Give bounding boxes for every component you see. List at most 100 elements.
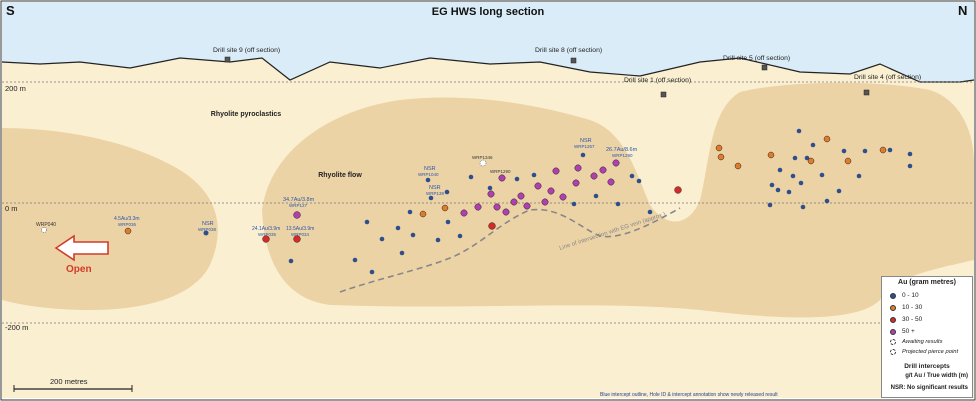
compass-south: S <box>6 3 15 18</box>
pierce-point <box>769 182 775 188</box>
pierce-point <box>364 219 370 225</box>
pierce-point <box>468 174 474 180</box>
pierce-point <box>531 172 537 178</box>
pierce-point <box>379 236 385 242</box>
pierce-point <box>599 166 607 174</box>
annotation-wrp1267: WRP1267 <box>574 144 595 149</box>
pierce-point <box>607 178 615 186</box>
pierce-point <box>498 174 506 182</box>
annotation-26-7au: 26.7Au/8.6m <box>606 147 638 153</box>
pierce-point <box>907 163 913 169</box>
pierce-point <box>517 192 525 200</box>
drill-site-4-marker <box>863 89 870 96</box>
legend-item-awaiting: Awaiting results <box>890 339 943 345</box>
pierce-point <box>487 185 493 191</box>
drill-site-1-label: Drill site 1 (off section) <box>624 77 691 84</box>
rhyolite-flow-main <box>262 82 974 318</box>
pierce-point <box>510 198 518 206</box>
pierce-point <box>203 230 209 236</box>
pierce-point-awaiting <box>479 159 487 167</box>
pierce-point <box>823 135 831 143</box>
pierce-point <box>907 151 913 157</box>
pierce-point <box>879 146 887 154</box>
pierce-point <box>523 202 531 210</box>
pierce-point <box>593 193 599 199</box>
legend-swatch-projected <box>890 349 896 355</box>
pierce-point <box>288 258 294 264</box>
pierce-point <box>547 187 555 195</box>
pierce-point <box>836 188 842 194</box>
pierce-point <box>574 164 582 172</box>
annotation-wrp127: WRP127 <box>289 203 308 208</box>
pierce-point <box>790 173 796 179</box>
annotation-wrp036: WRP036 <box>118 222 137 227</box>
pierce-point <box>775 187 781 193</box>
pierce-point <box>441 204 449 212</box>
pierce-point <box>474 203 482 211</box>
legend-label-30-50: 30 - 50 <box>902 316 923 323</box>
label-rhyolite-flow: Rhyolite flow <box>318 172 362 179</box>
legend-swatch-0-10 <box>890 292 896 299</box>
legend: Au (gram metres) 0 - 10 10 - 30 30 - 50 … <box>881 276 973 398</box>
pierce-point <box>777 167 783 173</box>
pierce-point <box>792 155 798 161</box>
annotation-wrp1290-b: WRP1290 <box>612 153 633 158</box>
open-label: Open <box>66 264 92 275</box>
legend-item-projected: Projected pierce point <box>890 349 958 355</box>
eg-vein-intersection-line <box>339 207 681 293</box>
pierce-point <box>352 257 358 263</box>
pierce-point <box>534 182 542 190</box>
pierce-point <box>293 211 301 219</box>
legend-item-30-50: 30 - 50 <box>890 316 922 323</box>
legend-item-10-30: 10 - 30 <box>890 304 922 311</box>
annotation-wrp034: WRP034 <box>291 232 310 237</box>
pierce-point <box>124 227 132 235</box>
legend-item-50-plus: 50 + <box>890 328 915 335</box>
drill-site-8-marker <box>570 57 577 64</box>
legend-item-0-10: 0 - 10 <box>890 292 919 299</box>
pierce-point <box>796 128 802 134</box>
pierce-point <box>419 210 427 218</box>
pierce-point <box>488 222 496 230</box>
annotation-34-7au: 34.7Au/3.8m <box>283 197 315 203</box>
topography-line <box>1 57 975 83</box>
pierce-points <box>41 128 913 275</box>
pierce-point <box>647 209 653 215</box>
annotation-wrp038: WRP038 <box>198 227 217 232</box>
pierce-point <box>767 151 775 159</box>
annotation-wrp139: WRP139 <box>426 191 445 196</box>
pierce-point <box>572 179 580 187</box>
pierce-point <box>559 193 567 201</box>
pierce-point <box>636 178 642 184</box>
drill-site-1-marker <box>660 91 667 98</box>
legend-swatch-30-50 <box>890 316 896 323</box>
open-arrow-icon <box>54 234 109 262</box>
footnote: Blue intercept outline, Hole ID & interc… <box>600 392 778 398</box>
pierce-point <box>425 177 431 183</box>
legend-intercepts-title: Drill intercepts <box>904 363 950 370</box>
legend-label-10-30: 10 - 30 <box>902 304 923 311</box>
pierce-point <box>541 198 549 206</box>
legend-title: Au (gram metres) <box>898 279 956 286</box>
pierce-point <box>715 144 723 152</box>
pierce-point <box>887 147 893 153</box>
pierce-point <box>514 176 520 182</box>
pierce-point <box>824 198 830 204</box>
pierce-point <box>262 235 270 243</box>
annotation-4-5au: 4.5Au/3.3m <box>114 216 140 222</box>
legend-swatch-awaiting <box>890 339 896 345</box>
pierce-point <box>804 155 810 161</box>
pierce-point <box>571 201 577 207</box>
pierce-point <box>612 159 620 167</box>
rhyolite-flow-left <box>2 128 218 310</box>
pierce-point <box>457 233 463 239</box>
pierce-point <box>445 219 451 225</box>
elevation-label-200: 200 m <box>5 84 26 93</box>
drill-site-8-label: Drill site 8 (off section) <box>535 47 602 54</box>
annotation-24-1au: 24.1Au/3.9m <box>252 226 280 232</box>
pierce-point-awaiting <box>41 227 47 233</box>
pierce-point <box>399 250 405 256</box>
legend-swatch-10-30 <box>890 304 896 311</box>
pierce-point <box>293 235 301 243</box>
